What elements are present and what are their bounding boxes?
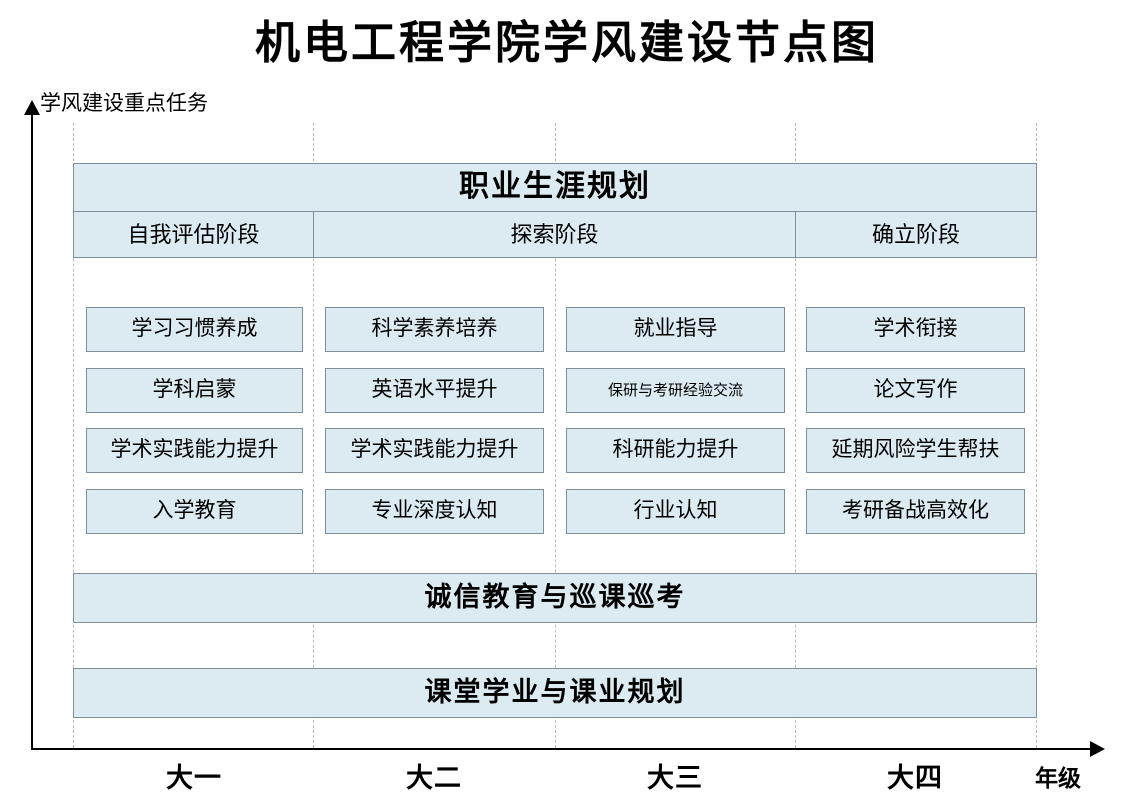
x-axis-name: 年级 bbox=[1035, 765, 1081, 791]
task-box-c3-r3[interactable]: 考研备战高效化 bbox=[806, 489, 1025, 534]
gridline-0 bbox=[73, 123, 74, 748]
task-box-c1-r3[interactable]: 专业深度认知 bbox=[325, 489, 544, 534]
gridline-2 bbox=[555, 123, 556, 748]
task-box-c0-r1[interactable]: 学科启蒙 bbox=[86, 368, 303, 413]
task-box-c3-r0[interactable]: 学术衔接 bbox=[806, 307, 1025, 352]
stage-cell-2[interactable]: 确立阶段 bbox=[795, 211, 1037, 258]
career-planning-banner[interactable]: 职业生涯规划 bbox=[73, 163, 1037, 212]
task-box-c0-r0[interactable]: 学习习惯养成 bbox=[86, 307, 303, 352]
task-box-c1-r1[interactable]: 英语水平提升 bbox=[325, 368, 544, 413]
task-box-c2-r0[interactable]: 就业指导 bbox=[566, 307, 785, 352]
gridline-1 bbox=[313, 123, 314, 748]
y-axis-arrow-icon bbox=[24, 100, 40, 115]
x-tick-label-3: 大四 bbox=[887, 763, 943, 793]
task-box-c0-r2[interactable]: 学术实践能力提升 bbox=[86, 428, 303, 473]
page-title: 机电工程学院学风建设节点图 bbox=[254, 18, 879, 68]
x-tick-label-1: 大二 bbox=[406, 763, 462, 793]
task-box-c2-r2[interactable]: 科研能力提升 bbox=[566, 428, 785, 473]
stage-cell-1[interactable]: 探索阶段 bbox=[313, 211, 796, 258]
stage-cell-0[interactable]: 自我评估阶段 bbox=[73, 211, 314, 258]
task-box-c2-r3[interactable]: 行业认知 bbox=[566, 489, 785, 534]
gridline-4 bbox=[1036, 123, 1037, 748]
x-axis-line bbox=[31, 748, 1093, 750]
bottom-bar-integrity-education[interactable]: 诚信教育与巡课巡考 bbox=[73, 573, 1037, 623]
bottom-bar-classroom-planning[interactable]: 课堂学业与课业规划 bbox=[73, 668, 1037, 718]
task-box-c1-r0[interactable]: 科学素养培养 bbox=[325, 307, 544, 352]
y-axis-line bbox=[31, 112, 33, 750]
task-box-c2-r1[interactable]: 保研与考研经验交流 bbox=[566, 368, 785, 413]
task-box-c3-r1[interactable]: 论文写作 bbox=[806, 368, 1025, 413]
task-box-c0-r3[interactable]: 入学教育 bbox=[86, 489, 303, 534]
x-axis-arrow-icon bbox=[1090, 741, 1105, 757]
task-box-c3-r2[interactable]: 延期风险学生帮扶 bbox=[806, 428, 1025, 473]
y-axis-label: 学风建设重点任务 bbox=[40, 92, 208, 115]
x-tick-label-2: 大三 bbox=[647, 763, 703, 793]
gridline-3 bbox=[795, 123, 796, 748]
x-tick-label-0: 大一 bbox=[166, 763, 222, 793]
task-box-c1-r2[interactable]: 学术实践能力提升 bbox=[325, 428, 544, 473]
